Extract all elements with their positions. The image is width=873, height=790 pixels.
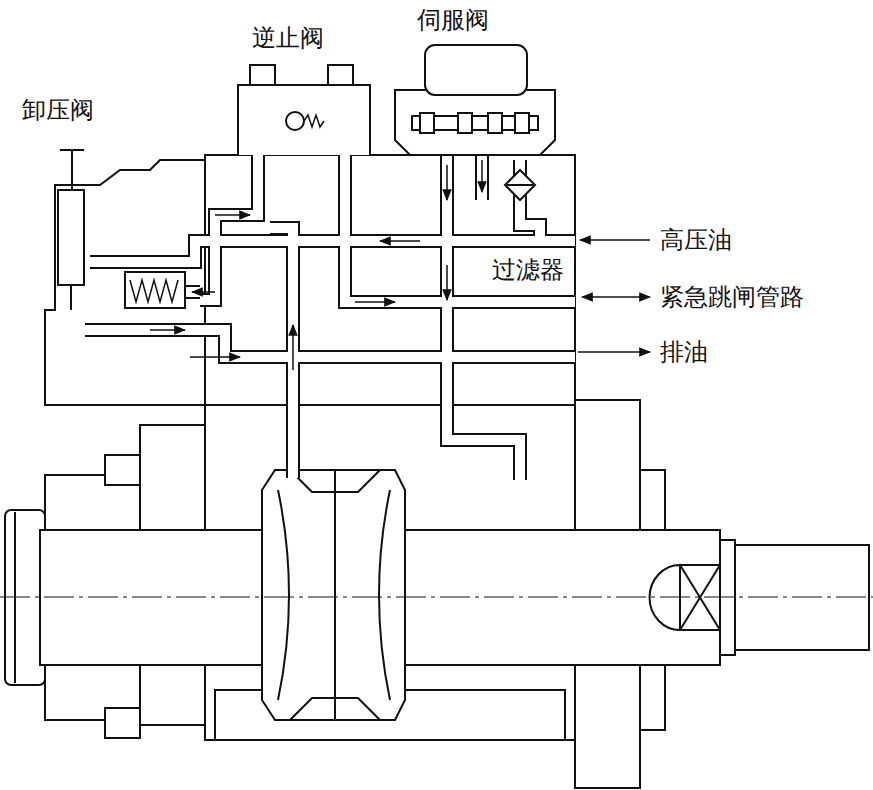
manifold-block-part — [45, 160, 205, 405]
center-line-part — [0, 597, 873, 598]
pump-housing-part — [105, 455, 140, 485]
relief-valve-part — [70, 285, 72, 310]
check-valve-part — [304, 115, 324, 127]
relief-valve — [58, 150, 185, 310]
relief-valve-part — [125, 272, 185, 308]
flow-arrow — [150, 160, 482, 370]
flow-arrow-part — [481, 160, 483, 192]
relief-valve-part — [130, 280, 178, 302]
check-valve-part — [286, 112, 304, 130]
flow-arrow-part — [380, 240, 420, 242]
check-valve-part — [250, 65, 275, 85]
manifold-block — [45, 155, 575, 405]
impeller-disc-part — [334, 470, 336, 720]
port-leader-arrow — [578, 240, 650, 352]
impeller-disc-part — [290, 470, 380, 492]
servo-valve-part — [515, 113, 529, 133]
flow-arrow-part — [192, 291, 215, 293]
servo-valve-part — [395, 90, 555, 155]
servo-valve — [395, 45, 555, 155]
filter-symbol — [505, 170, 535, 200]
servo-valve-part — [458, 113, 472, 133]
oil-channels-bore-part — [447, 140, 520, 480]
impeller-disc-part — [379, 490, 390, 700]
check-valve — [238, 65, 370, 155]
relief-valve-part — [71, 150, 73, 190]
pump-housing-part — [105, 708, 140, 738]
flow-arrow-part — [190, 356, 240, 358]
port-leader-arrow-part — [578, 351, 650, 353]
impeller-disc-part — [278, 490, 289, 700]
oil-channels-bore — [85, 120, 575, 480]
filter-symbol-part — [505, 184, 535, 186]
port-name: 排油 — [658, 338, 710, 366]
oil-channels-outline-part — [447, 140, 520, 480]
flow-arrow-part — [292, 325, 294, 370]
flow-arrow-part — [150, 329, 185, 331]
oil-channels-outline — [85, 120, 575, 480]
port-leader-arrow-part — [580, 239, 650, 241]
flow-arrow-part — [446, 165, 448, 200]
valve-name: 逆止阀 — [250, 24, 326, 52]
port-name: 高压油 — [658, 226, 734, 254]
flow-arrow-part — [446, 265, 448, 300]
port-name: 紧急跳闸管路 — [658, 283, 806, 311]
oil-channels-outline-part — [85, 330, 575, 357]
valve-name: 卸压阀 — [20, 96, 96, 124]
part-name: 过滤器 — [490, 256, 566, 284]
flow-arrow-part — [215, 214, 250, 216]
relief-valve-part — [58, 190, 84, 285]
check-valve-part — [328, 65, 353, 85]
servo-valve-part — [488, 113, 502, 133]
servo-valve-part — [420, 113, 434, 133]
flow-arrow-part — [355, 301, 395, 303]
port-leader-arrow-part — [582, 296, 650, 298]
oil-channels-bore-part — [85, 330, 575, 357]
filter-symbol-part — [505, 170, 535, 200]
center-line — [0, 597, 873, 598]
impeller-disc-part — [262, 470, 405, 720]
impeller-disc-part — [290, 698, 380, 720]
servo-valve-part — [425, 45, 527, 95]
check-valve-part — [238, 85, 370, 155]
impeller-disc — [262, 470, 405, 720]
valve-name: 伺服阀 — [415, 6, 491, 34]
